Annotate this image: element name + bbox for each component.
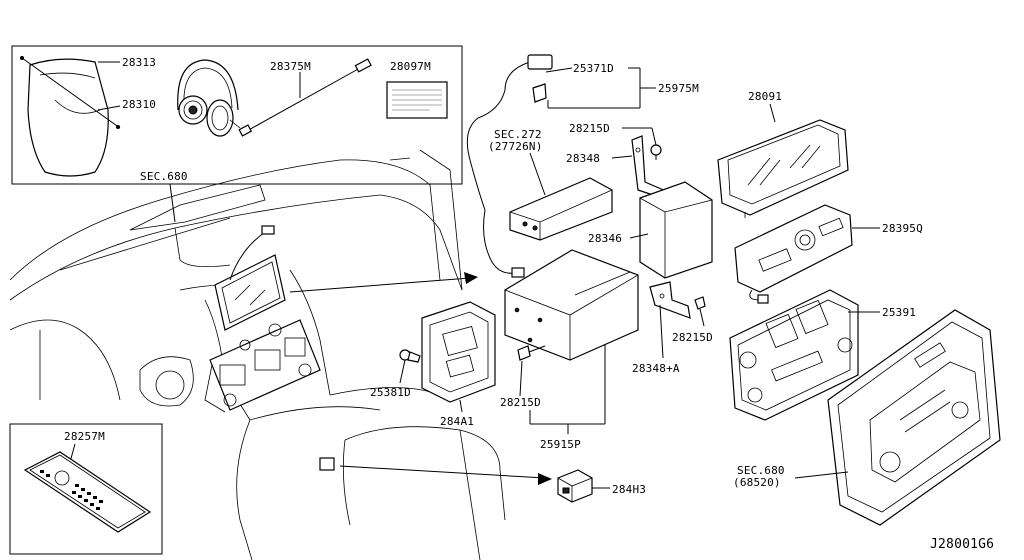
label-25975M: 25975M [658, 82, 699, 95]
instruction-label-card [386, 81, 448, 119]
screw-28215D-c [517, 345, 546, 361]
display-28091 [717, 119, 849, 218]
label-28348A: 28348+A [632, 362, 680, 375]
screw-25381D [399, 349, 421, 363]
label-28313: 28313 [122, 56, 156, 69]
label-28375M: 28375M [270, 60, 311, 73]
diagram-id: J28001G6 [930, 537, 994, 552]
dash-display [214, 225, 286, 331]
control-unit-25391 [729, 289, 859, 421]
module-284A1 [421, 301, 496, 403]
label-28257M: 28257M [64, 430, 105, 443]
screw-28215D-a [650, 144, 662, 160]
label-sec680-bot: SEC.680 [737, 464, 785, 477]
screw-28215D-b [694, 296, 706, 327]
label-28215D-b: 28215D [672, 331, 713, 344]
label-25381D: 25381D [370, 386, 411, 399]
dash-center-stack [204, 319, 321, 413]
label-28395Q: 28395Q [882, 222, 923, 235]
console-connector [319, 457, 552, 485]
label-sec272: SEC.272 [494, 128, 542, 141]
remote-box [9, 423, 163, 555]
head-unit [504, 249, 639, 361]
remote-control [23, 451, 152, 533]
headphone-pouch [20, 56, 121, 177]
label-25391: 25391 [882, 306, 916, 319]
sec272-module [509, 177, 613, 241]
module-28346 [639, 181, 713, 279]
label-28091: 28091 [748, 90, 782, 103]
label-sec680-bot-sub: (68520) [733, 476, 781, 489]
accessory-box [11, 45, 463, 185]
label-284A1: 284A1 [440, 415, 474, 428]
label-28215D-a: 28215D [569, 122, 610, 135]
connector-284H3 [557, 469, 593, 503]
label-28097M: 28097M [390, 60, 431, 73]
label-284H3: 284H3 [612, 483, 646, 496]
label-28348: 28348 [566, 152, 600, 165]
arrow-to-head-unit [289, 277, 471, 293]
label-28310: 28310 [122, 98, 156, 111]
bracket-28348A [649, 281, 691, 319]
label-25915P: 25915P [540, 438, 581, 451]
control-panel-28395Q [734, 204, 853, 304]
label-28215D-c: 28215D [500, 396, 541, 409]
headphones [177, 59, 241, 137]
audio-cable [238, 58, 372, 137]
label-sec272-sub: (27726N) [488, 140, 543, 153]
antenna-cable [466, 54, 553, 278]
label-28346: 28346 [588, 232, 622, 245]
bezel-panel [827, 309, 1001, 526]
label-25371D: 25371D [573, 62, 614, 75]
label-sec680-top: SEC.680 [140, 170, 188, 183]
